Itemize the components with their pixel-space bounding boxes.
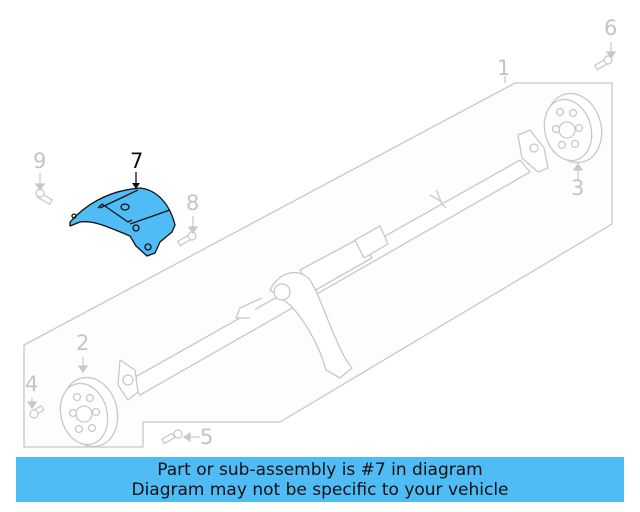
callout-arrows — [26, 42, 617, 443]
callout-8[interactable]: 8 — [186, 191, 200, 215]
callout-6[interactable]: 6 — [604, 16, 618, 40]
driveshaft — [117, 129, 549, 401]
coupling-disc-rear — [543, 92, 603, 164]
banner-line-disclaimer: Diagram may not be specific to your vehi… — [131, 479, 509, 500]
bolt-9-icon — [35, 188, 53, 205]
bolt-8-icon — [176, 231, 197, 247]
callout-3[interactable]: 3 — [571, 176, 585, 200]
part-7-bracket — [69, 172, 176, 257]
callout-9[interactable]: 9 — [33, 149, 47, 173]
bolt-4-icon — [29, 404, 45, 419]
callout-4[interactable]: 4 — [25, 372, 39, 396]
coupling-disc-front — [59, 376, 119, 448]
callout-7[interactable]: 7 — [130, 149, 144, 173]
info-banner: Part or sub-assembly is #7 in diagram Di… — [16, 457, 624, 502]
bolt-6-icon — [593, 55, 613, 71]
callout-2[interactable]: 2 — [76, 331, 90, 355]
callout-1[interactable]: 1 — [497, 56, 511, 80]
bolt-5-icon — [160, 429, 183, 445]
bolts — [29, 55, 613, 445]
banner-line-part: Part or sub-assembly is #7 in diagram — [157, 459, 483, 480]
callout-5[interactable]: 5 — [200, 425, 214, 449]
